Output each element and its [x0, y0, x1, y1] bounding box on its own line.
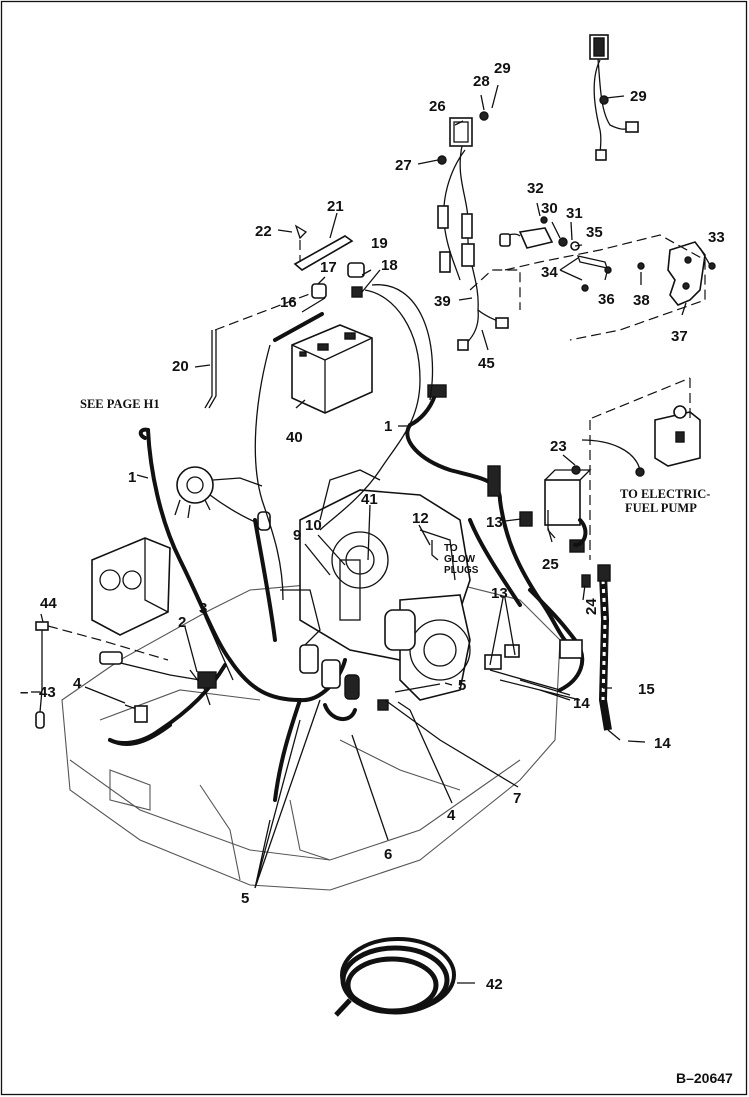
fuel-pump-note-line2: FUEL PUMP	[625, 501, 697, 515]
callout-16: 16	[280, 294, 297, 311]
reservoir-line	[591, 377, 691, 419]
callout-22: 22	[255, 223, 272, 240]
callout-4-bottom: 4	[447, 807, 456, 824]
upper-harness	[437, 111, 521, 351]
callout-40: 40	[286, 429, 303, 446]
sender-43	[35, 621, 49, 729]
top-right-harness	[589, 34, 639, 161]
glow-plugs-note-line1: TO	[444, 543, 458, 554]
callout-43: 43	[39, 684, 56, 701]
part-21-holddown	[293, 235, 354, 271]
callout-5-bottom: 5	[241, 890, 249, 907]
callout-33: 33	[708, 229, 725, 246]
part-20-rod-b	[208, 330, 217, 409]
callout-29-top: 29	[494, 60, 511, 77]
battery-cable-18	[319, 289, 421, 531]
side-harness	[99, 651, 217, 746]
callout-4-left: 4	[73, 675, 82, 692]
callout-3: 3	[199, 600, 207, 617]
callout-13-left: 13	[486, 514, 503, 531]
part-17-boot	[311, 283, 327, 299]
callout-15: 15	[638, 681, 655, 698]
callout-10: 10	[305, 517, 322, 534]
battery	[291, 324, 373, 414]
key-switch-assembly	[499, 216, 612, 292]
part-24-bolt	[581, 574, 591, 588]
machine-frame	[61, 574, 561, 891]
callout-38: 38	[633, 292, 650, 309]
fuel-pump-wire	[581, 439, 641, 471]
callout-39: 39	[434, 293, 451, 310]
callout-27: 27	[395, 157, 412, 174]
callout-44: 44	[40, 595, 57, 612]
callout-43-dash: –	[20, 684, 28, 701]
part-19-boot	[347, 262, 365, 278]
battery-cable	[597, 564, 621, 741]
callout-21: 21	[327, 198, 344, 215]
battery-cable-16	[273, 312, 324, 342]
fuel-pump-terminal	[635, 467, 645, 477]
callout-6: 6	[384, 846, 392, 863]
callout-30: 30	[541, 200, 558, 217]
wire-coil-42	[334, 937, 456, 1017]
see-page-note: SEE PAGE H1	[80, 397, 160, 411]
battery-cable-16-lead	[254, 344, 284, 601]
callout-25: 25	[542, 556, 559, 573]
fuel-reservoir	[654, 405, 701, 467]
glow-plugs-lead	[431, 540, 439, 561]
leader-lines	[31, 84, 711, 984]
callout-42: 42	[486, 976, 503, 993]
callout-34: 34	[541, 264, 558, 281]
callout-37: 37	[671, 328, 688, 345]
callout-9: 9	[293, 527, 301, 544]
callout-1-right: 1	[384, 418, 392, 435]
callout-20: 20	[172, 358, 189, 375]
callout-24: 24	[583, 598, 600, 615]
engine-block	[280, 469, 471, 701]
callout-35: 35	[586, 224, 603, 241]
callout-45: 45	[478, 355, 495, 372]
callout-1-left: 1	[128, 469, 136, 486]
reference-number: B–20647	[676, 1070, 733, 1086]
callout-5-right: 5	[458, 677, 466, 694]
harness-connectors	[299, 644, 389, 721]
sender-44-dash	[47, 625, 169, 661]
glow-plugs-note-line2: GLOW	[444, 554, 476, 565]
part-22-nut	[294, 224, 308, 240]
callout-2: 2	[178, 614, 186, 631]
callout-13-right: 13	[491, 585, 508, 602]
part-20-rod	[204, 330, 213, 409]
callout-23: 23	[550, 438, 567, 455]
fuel-pump-note-line1: TO ELECTRIC-	[620, 487, 710, 501]
switch-frame-dash	[504, 234, 706, 341]
callout-14-bottom: 14	[654, 735, 671, 752]
callout-26: 26	[429, 98, 446, 115]
callout-labels: 1 1 2 3 4 4 5 5 6 7 9 10 12 13 13 14 14 …	[39, 60, 725, 993]
callout-12: 12	[412, 510, 429, 527]
callout-19: 19	[371, 235, 388, 252]
callout-28: 28	[473, 73, 490, 90]
relay-box	[544, 465, 592, 547]
clamp-leader	[214, 289, 321, 331]
callout-7: 7	[513, 790, 521, 807]
callout-29-right: 29	[630, 88, 647, 105]
battery-cable-18b	[371, 284, 434, 401]
coolant-tank	[91, 537, 171, 636]
callout-18: 18	[381, 257, 398, 274]
part-18-terminal	[351, 286, 363, 298]
callout-41: 41	[361, 491, 378, 508]
callout-14-right: 14	[573, 695, 590, 712]
callout-17: 17	[320, 259, 337, 276]
callout-36: 36	[598, 291, 615, 308]
callout-31: 31	[566, 205, 583, 222]
callout-32: 32	[527, 180, 544, 197]
glow-plugs-note-line3: PLUGS	[444, 565, 479, 576]
